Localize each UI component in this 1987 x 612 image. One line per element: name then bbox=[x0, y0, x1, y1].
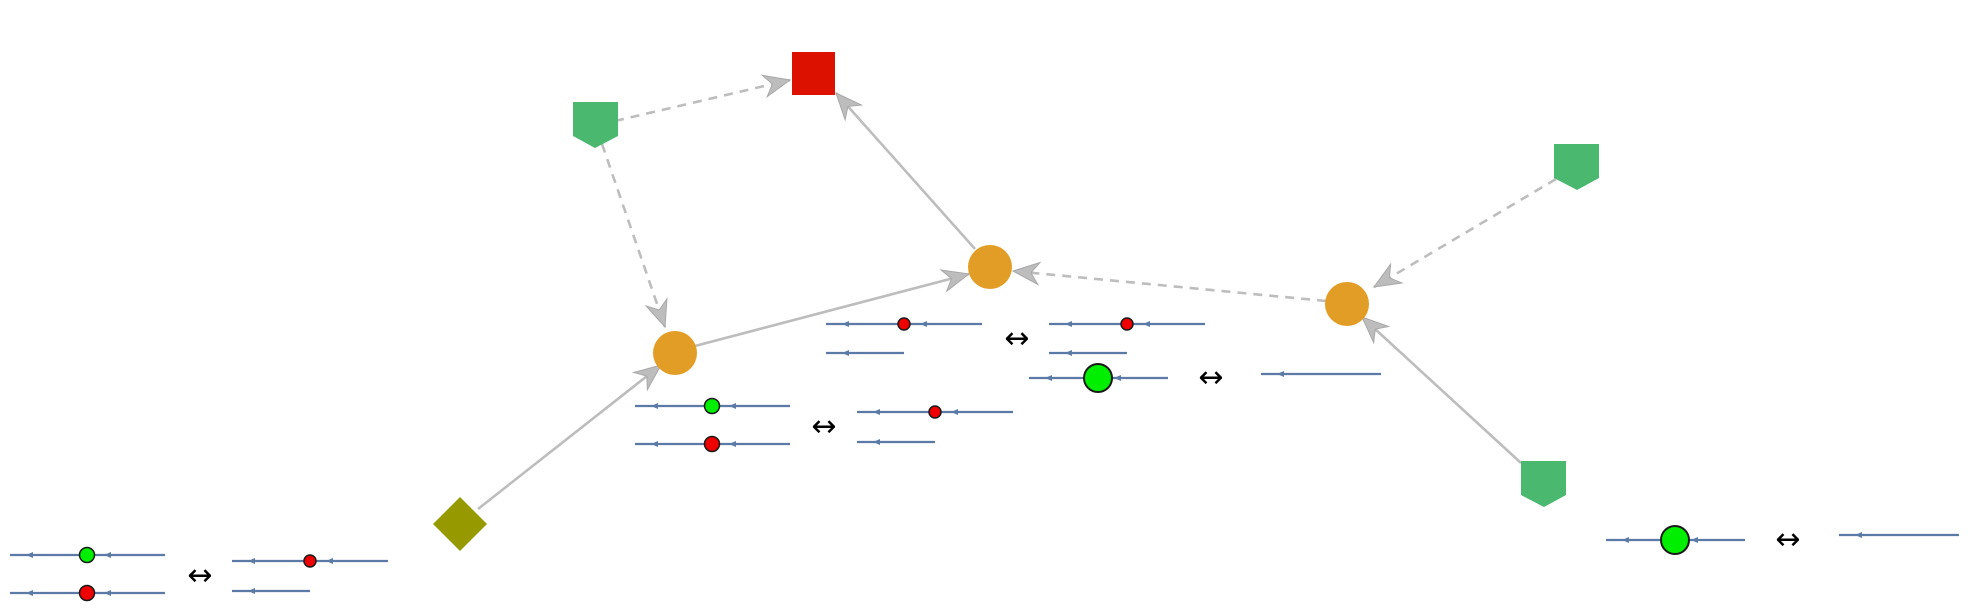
red-site-marker bbox=[928, 405, 942, 419]
reaction-rule: ↔ bbox=[1606, 522, 1959, 557]
red-site-marker bbox=[78, 584, 96, 602]
reaction-rule: ↔ bbox=[826, 317, 1205, 356]
green-site-marker bbox=[78, 546, 96, 564]
edge-src3-to-rxn3 bbox=[1361, 316, 1522, 464]
edge-start-to-rxn1 bbox=[477, 363, 662, 511]
reaction-node[interactable] bbox=[1325, 282, 1369, 326]
reaction-node[interactable] bbox=[968, 245, 1012, 289]
green-site-marker bbox=[1083, 363, 1113, 393]
source-node-pentagon[interactable] bbox=[1521, 461, 1566, 507]
arrowhead-icon bbox=[940, 262, 973, 292]
green-site-marker bbox=[703, 397, 721, 415]
arrowhead-icon bbox=[761, 68, 794, 98]
reaction-rule: ↔ bbox=[635, 397, 1013, 453]
red-site-marker bbox=[703, 435, 721, 453]
equilibrium-symbol: ↔ bbox=[811, 409, 836, 444]
equilibrium-symbol: ↔ bbox=[187, 558, 212, 593]
red-site-marker bbox=[897, 317, 911, 331]
target-node-square[interactable] bbox=[792, 52, 835, 95]
source-node-pentagon[interactable] bbox=[1554, 144, 1599, 190]
edge-rxn2-to-target bbox=[835, 92, 976, 250]
red-site-marker bbox=[1120, 317, 1134, 331]
equilibrium-symbol: ↔ bbox=[1004, 321, 1029, 356]
equilibrium-symbol: ↔ bbox=[1198, 360, 1223, 395]
red-site-marker bbox=[303, 554, 317, 568]
equilibrium-symbol: ↔ bbox=[1775, 522, 1800, 557]
network-nodes bbox=[433, 52, 1599, 551]
source-node-pentagon[interactable] bbox=[573, 102, 618, 148]
arrowhead-icon bbox=[645, 298, 676, 332]
start-node-diamond[interactable] bbox=[433, 497, 487, 551]
reaction-rule: ↔ bbox=[1029, 360, 1381, 395]
reaction-rule: ↔ bbox=[10, 546, 388, 602]
edge-rxn1-to-rxn2 bbox=[694, 272, 970, 348]
edge-src2-to-rxn3 bbox=[1373, 177, 1557, 289]
reaction-rules: ↔ ↔ bbox=[10, 317, 1959, 602]
edge-src1-to-target bbox=[614, 78, 791, 123]
green-site-marker bbox=[1660, 525, 1690, 555]
network-edges bbox=[477, 68, 1557, 511]
arrowhead-icon bbox=[1367, 263, 1403, 297]
reaction-node[interactable] bbox=[653, 331, 697, 375]
edge-src1-to-rxn1 bbox=[600, 143, 667, 328]
edge-rxn3-to-rxn2 bbox=[1012, 269, 1327, 303]
